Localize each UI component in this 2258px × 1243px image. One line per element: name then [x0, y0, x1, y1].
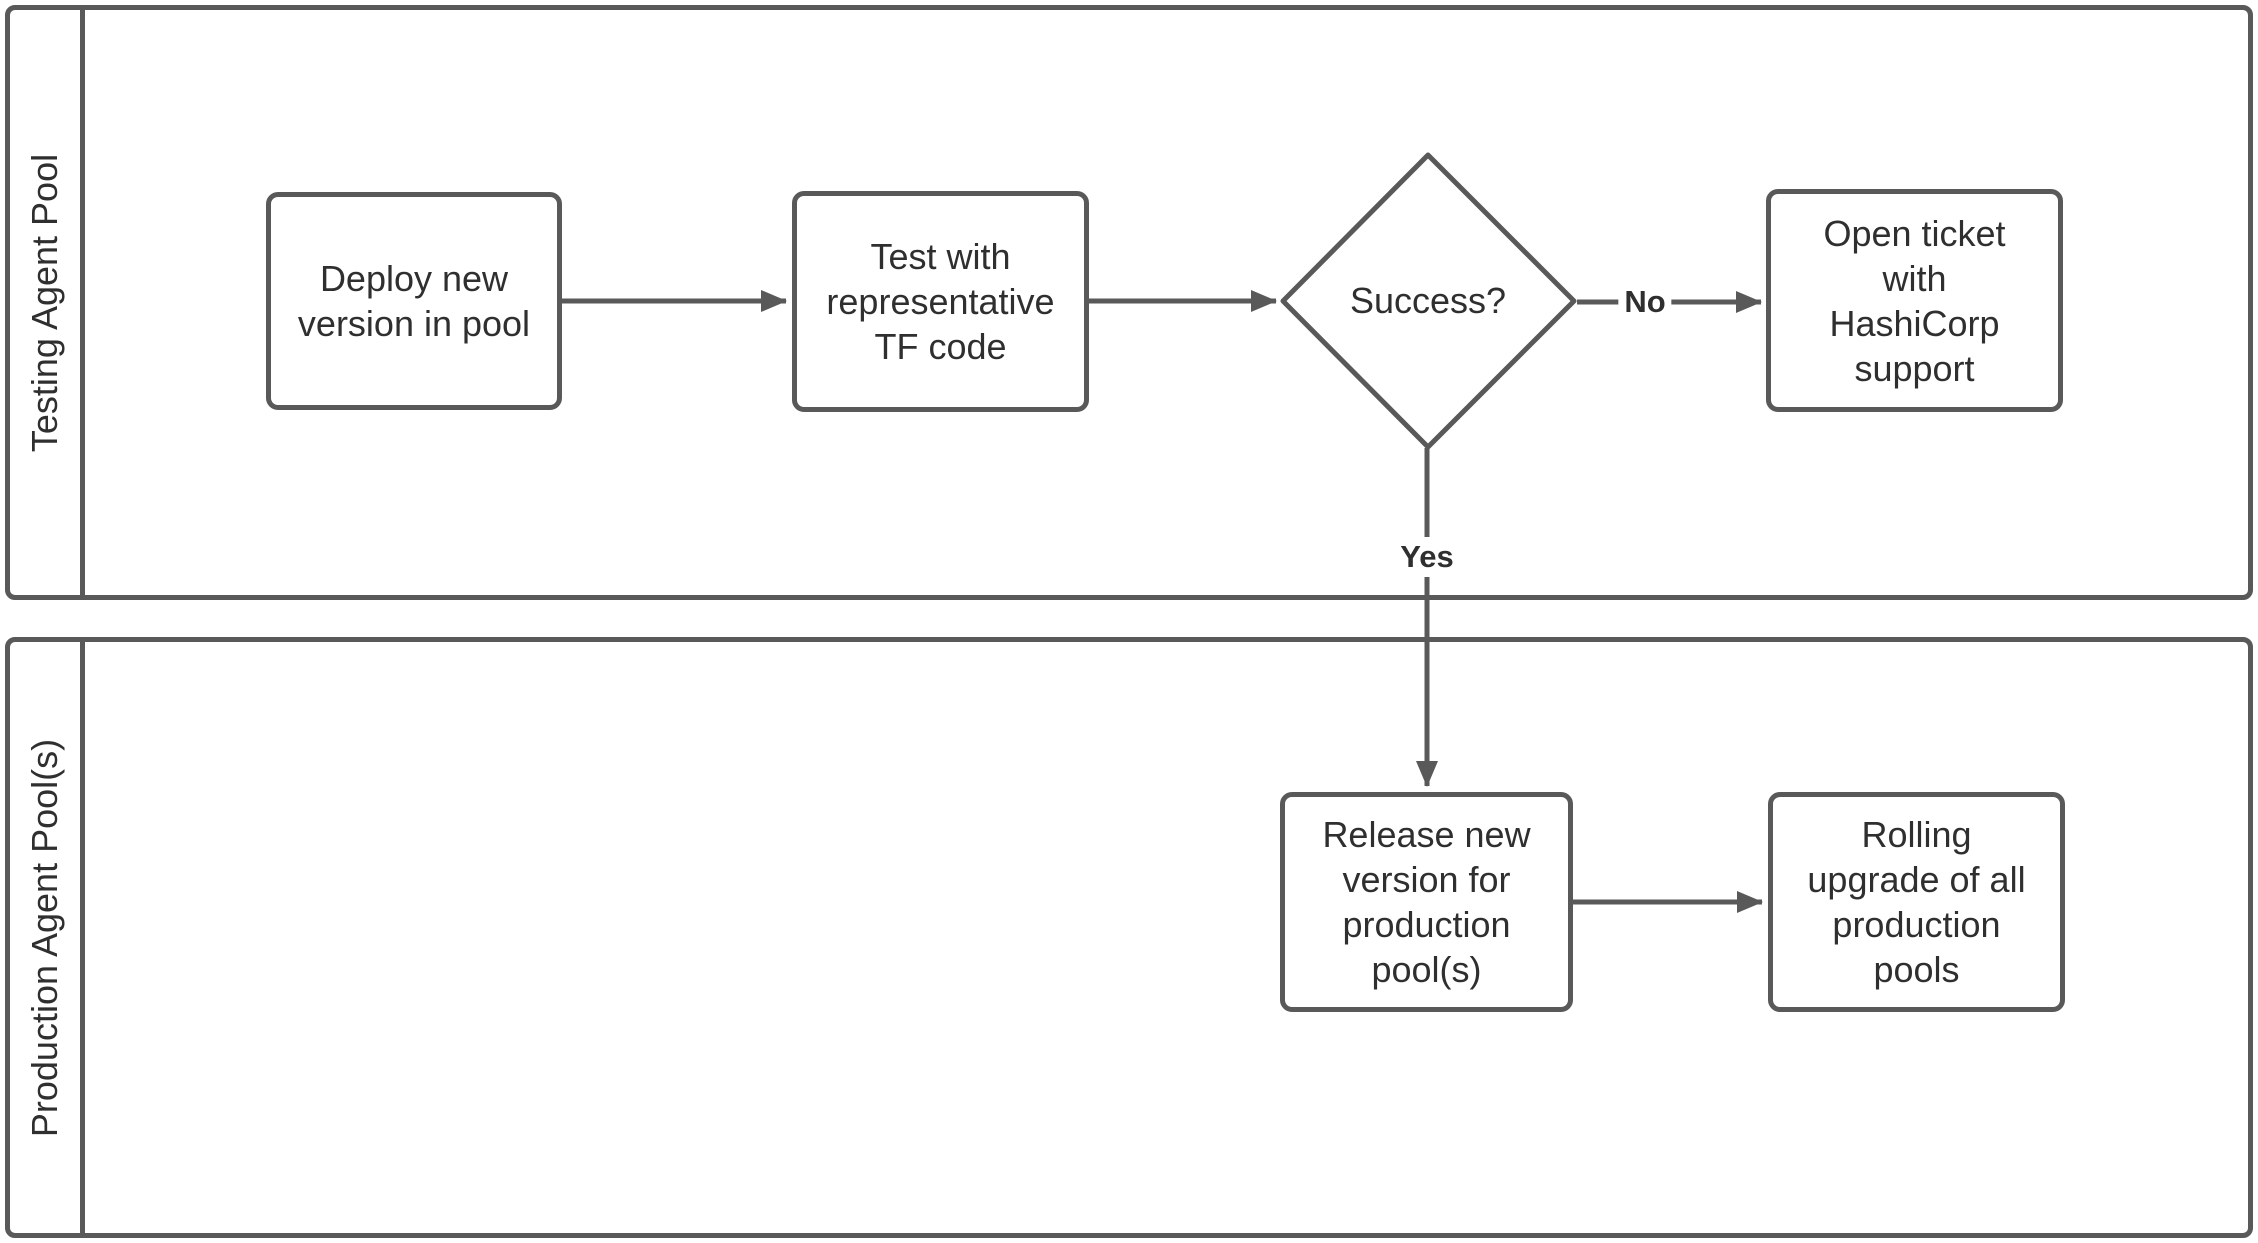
- decision-success-label: Success?: [1349, 280, 1507, 321]
- edge-label-no: No: [1618, 282, 1672, 322]
- lane-production-label-strip: Production Agent Pool(s): [10, 642, 85, 1233]
- lane-testing-label-strip: Testing Agent Pool: [10, 10, 85, 595]
- lane-testing-label: Testing Agent Pool: [24, 153, 65, 452]
- edge-label-yes: Yes: [1394, 537, 1460, 577]
- lane-production-label: Production Agent Pool(s): [24, 738, 65, 1137]
